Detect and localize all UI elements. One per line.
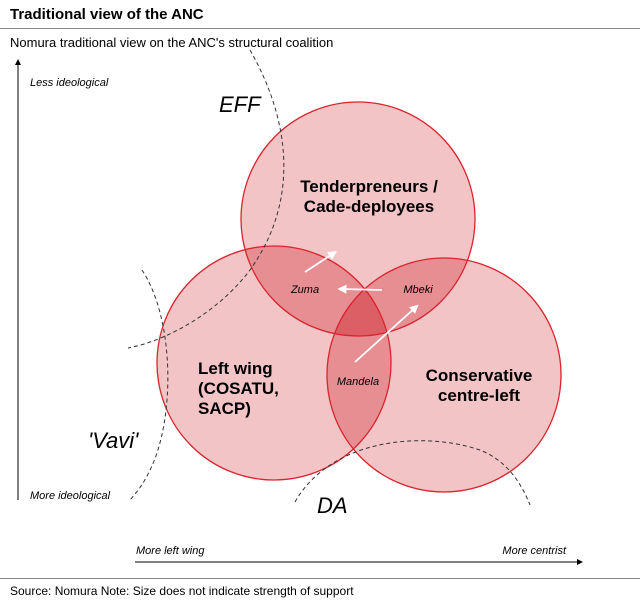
footer-rule: [0, 578, 640, 579]
title-rule: [0, 28, 640, 29]
label-eff: EFF: [219, 92, 262, 117]
chart-title: Traditional view of the ANC: [10, 6, 204, 23]
eff-boundary-curve: [127, 49, 285, 349]
label-top-circle-line2: Cade-deployees: [304, 197, 434, 216]
label-top-circle-line1: Tenderpreneurs /: [300, 177, 438, 196]
label-left-circle-line3: SACP): [198, 399, 251, 418]
arrow-mandela-to-mbeki: [354, 304, 419, 363]
label-right-circle-line2: centre-left: [438, 386, 521, 405]
label-zuma: Zuma: [290, 284, 319, 296]
vavi-boundary-curve: [129, 269, 169, 501]
label-left-circle-line1: Left wing: [198, 359, 273, 378]
movement-arrows: [304, 251, 419, 363]
chart-subtitle: Nomura traditional view on the ANC's str…: [10, 35, 334, 50]
y-axis-top-label: Less ideological: [30, 77, 109, 89]
label-da: DA: [317, 493, 348, 518]
y-axis-bottom-label: More ideological: [30, 490, 111, 502]
label-right-circle-line1: Conservative: [426, 366, 533, 385]
overlap-top-right: [327, 258, 475, 336]
overlap-top-left: [241, 246, 391, 336]
label-mandela: Mandela: [337, 376, 379, 388]
x-axis-right-label: More centrist: [502, 545, 567, 557]
da-boundary-curve: [294, 440, 531, 506]
source-note: Source: Nomura Note: Size does not indic…: [10, 584, 354, 598]
label-mbeki: Mbeki: [403, 284, 433, 296]
arrow-zuma-up: [304, 251, 338, 273]
label-left-circle-line2: (COSATU,: [198, 379, 279, 398]
x-axis-left-label: More left wing: [136, 545, 205, 557]
dashed-curves: [127, 49, 531, 506]
label-vavi: 'Vavi': [88, 428, 139, 453]
arrow-mbeki-to-zuma: [337, 284, 383, 294]
circle-outlines: [156, 101, 562, 493]
circles-layer: [157, 102, 561, 492]
